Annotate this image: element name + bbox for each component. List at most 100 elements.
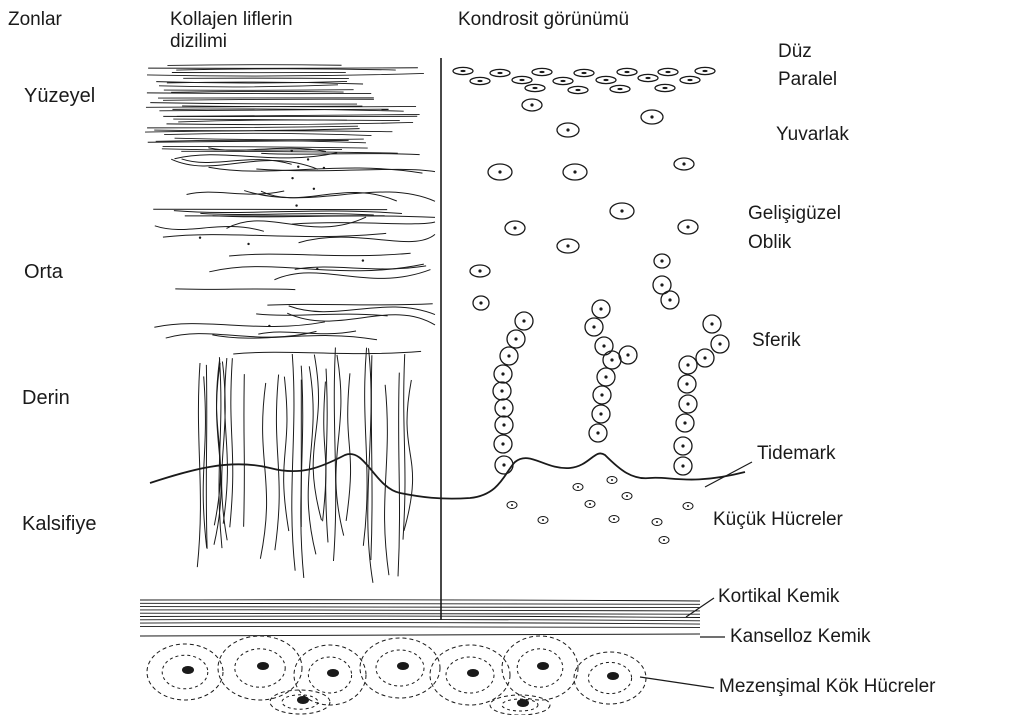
- cell-nucleus: [522, 319, 525, 322]
- cortical-bone-line: [140, 616, 700, 617]
- zone-middle-label: Orta: [24, 262, 63, 282]
- cell-nucleus: [668, 298, 671, 301]
- cell-nucleus: [560, 80, 565, 82]
- superficial-fiber: [181, 151, 398, 153]
- superficial-fiber: [164, 133, 371, 135]
- cell-nucleus: [683, 421, 686, 424]
- header-collagen-line2: dizilimi: [170, 32, 293, 51]
- deep-fiber: [403, 354, 405, 539]
- cell-nucleus: [617, 88, 622, 90]
- cell-nucleus: [501, 372, 504, 375]
- cell-nucleus: [511, 504, 513, 506]
- cortical-bone-line: [140, 607, 700, 608]
- deep-fiber: [230, 358, 233, 527]
- cell-nucleus: [502, 463, 505, 466]
- superficial-fiber: [147, 93, 371, 94]
- deep-fiber: [333, 348, 335, 561]
- cell-nucleus: [645, 77, 650, 79]
- cell-nucleus: [502, 406, 505, 409]
- cell-nucleus: [660, 259, 663, 262]
- deep-fiber: [346, 373, 350, 521]
- cell-nucleus: [710, 322, 713, 325]
- cell-nucleus: [498, 170, 501, 173]
- middle-fiber: [154, 322, 325, 327]
- cell-nucleus: [501, 442, 504, 445]
- fiber-nucleus-dot: [362, 259, 364, 261]
- cell-nucleus: [702, 70, 707, 72]
- middle-fiber: [174, 211, 402, 214]
- middle-fiber: [200, 213, 373, 215]
- cell-nucleus: [596, 431, 599, 434]
- header-zones: Zonlar: [8, 10, 62, 29]
- mesenchymal-nucleus: [467, 669, 479, 677]
- zone-superficial-label: Yüzeyel: [24, 86, 95, 106]
- cell-nucleus: [604, 375, 607, 378]
- collagen-fibers: [145, 65, 435, 583]
- superficial-fiber: [167, 65, 341, 66]
- tidemark-leader: [705, 462, 752, 487]
- superficial-fiber: [171, 91, 343, 92]
- middle-fiber: [233, 351, 421, 354]
- deep-fiber: [275, 375, 279, 551]
- fiber-nucleus-dot: [291, 177, 293, 179]
- cancellous-bone-line: [140, 634, 700, 636]
- superficial-fiber: [147, 126, 358, 128]
- middle-fiber: [171, 159, 318, 169]
- superficial-fiber: [164, 90, 354, 91]
- fiber-nucleus-dot: [199, 236, 201, 238]
- deep-fiber: [292, 354, 295, 571]
- cell-nucleus: [663, 539, 665, 541]
- cell-nucleus: [460, 70, 465, 72]
- fiber-nucleus-dot: [323, 167, 325, 169]
- cell-nucleus: [478, 269, 481, 272]
- middle-fiber: [187, 191, 285, 195]
- mesenchymal-nucleus: [182, 666, 194, 674]
- cell-nucleus: [477, 80, 482, 82]
- cell-nucleus: [581, 72, 586, 74]
- cell-nucleus: [497, 72, 502, 74]
- cortical-bone-line: [140, 626, 700, 627]
- deep-fiber: [206, 365, 207, 549]
- shape-parallel-label: Paralel: [778, 70, 837, 89]
- superficial-fiber: [163, 99, 374, 100]
- superficial-fiber: [176, 69, 395, 70]
- cell-nucleus: [626, 353, 629, 356]
- cell-nucleus: [519, 79, 524, 81]
- cell-nucleus: [718, 342, 721, 345]
- small-cells-label: Küçük Hücreler: [713, 510, 843, 529]
- shape-round-label: Yuvarlak: [776, 125, 849, 144]
- tidemark-line: [150, 453, 745, 498]
- cell-nucleus: [599, 307, 602, 310]
- shape-oblique-label: Oblik: [748, 233, 791, 252]
- middle-fiber: [261, 153, 419, 154]
- cell-nucleus: [577, 486, 579, 488]
- cortical-bone-line: [140, 600, 700, 601]
- cell-nucleus: [665, 71, 670, 73]
- deep-fiber: [313, 355, 321, 521]
- cell-nucleus: [681, 464, 684, 467]
- cortical-bone-line: [140, 603, 700, 604]
- cortical-bone-line: [140, 613, 700, 614]
- middle-fiber: [289, 306, 435, 315]
- cell-nucleus: [479, 301, 482, 304]
- shape-flat-label: Düz: [778, 42, 812, 61]
- cell-nucleus: [703, 356, 706, 359]
- cell-nucleus: [611, 479, 613, 481]
- cortical-bone-line: [140, 610, 700, 611]
- mesenchymal-nucleus: [397, 662, 409, 670]
- cell-nucleus: [566, 128, 569, 131]
- middle-fiber: [229, 253, 411, 256]
- cell-nucleus: [600, 393, 603, 396]
- cell-nucleus: [575, 89, 580, 91]
- fiber-nucleus-dot: [316, 268, 318, 270]
- superficial-fiber: [148, 68, 418, 69]
- mesenchymal-leader: [640, 677, 714, 688]
- cell-nucleus: [686, 363, 689, 366]
- middle-fiber: [163, 233, 386, 237]
- cell-nucleus: [539, 71, 544, 73]
- cell-nucleus: [620, 209, 623, 212]
- cell-nucleus: [514, 337, 517, 340]
- cell-nucleus: [500, 389, 503, 392]
